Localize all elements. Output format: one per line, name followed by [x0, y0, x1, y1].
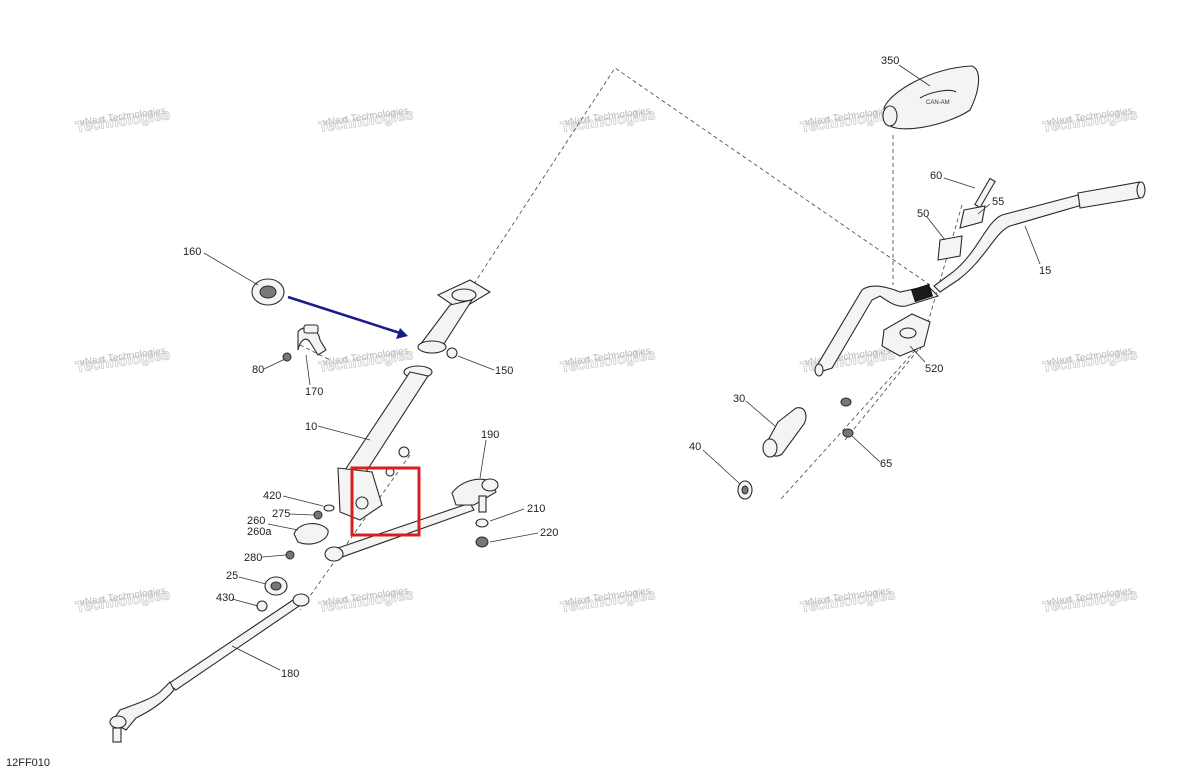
nut-65a	[840, 397, 852, 407]
pad-logo: CAN-AM	[926, 100, 950, 106]
callout-10: 10	[305, 421, 317, 433]
callout-210: 210	[527, 503, 545, 515]
tie-rod-190	[324, 478, 499, 562]
bolt-60	[974, 177, 996, 209]
callout-220: 220	[540, 527, 558, 539]
nut-275	[313, 510, 323, 520]
ball-joint-stud	[112, 727, 122, 743]
callout-260a: 260a	[247, 526, 272, 538]
callout-leaders	[203, 64, 1041, 671]
bolt-430	[256, 600, 268, 612]
column-nut	[398, 446, 410, 458]
callout-15: 15	[1039, 265, 1051, 277]
callout-65: 65	[880, 458, 892, 470]
nut-65	[842, 428, 854, 438]
steering-column-assembly	[337, 279, 492, 521]
column-main-tube	[344, 371, 429, 479]
callout-50: 50	[917, 208, 929, 220]
clamp-170	[297, 324, 327, 356]
callout-labels: 350 60 55 50 15 520 30 40 65 160 80 170 …	[183, 55, 1051, 680]
end-cap-40	[737, 480, 753, 500]
clamp-55	[959, 205, 986, 229]
callout-40: 40	[689, 441, 701, 453]
callout-150: 150	[495, 365, 513, 377]
bearing-160	[251, 278, 285, 306]
column-collar	[417, 340, 447, 354]
callout-160: 160	[183, 246, 201, 258]
callout-430: 430	[216, 592, 234, 604]
callout-420: 420	[263, 490, 281, 502]
bolt-150	[446, 347, 458, 359]
callout-520: 520	[925, 363, 943, 375]
nut-280	[285, 550, 295, 560]
callout-260: 260	[247, 515, 265, 527]
assembly-guide-lines	[299, 67, 963, 611]
riser-bore	[899, 327, 917, 339]
callout-275: 275	[272, 508, 290, 520]
handlebar-grip-band	[910, 283, 934, 303]
bracket-bolt	[355, 496, 369, 510]
stud-210	[478, 495, 487, 513]
nut-220	[475, 536, 489, 548]
plate-260	[293, 523, 329, 545]
callout-280: 280	[244, 552, 262, 564]
grip-30	[762, 407, 807, 458]
callout-180: 180	[281, 668, 299, 680]
callout-25: 25	[226, 570, 238, 582]
highlight-box	[350, 466, 421, 537]
callout-170: 170	[305, 386, 323, 398]
column-lower-bracket	[337, 467, 383, 521]
clamp-50	[937, 235, 963, 261]
tie-rod-180	[109, 593, 310, 743]
bearing-25-inner	[270, 581, 282, 591]
flange-bore	[451, 288, 477, 302]
handlebar-pad-350: CAN-AM	[882, 65, 980, 130]
drawing-code: 12FF010	[6, 757, 50, 769]
callout-350: 350	[881, 55, 899, 67]
callout-30: 30	[733, 393, 745, 405]
washer-210	[475, 518, 489, 528]
direction-arrow	[287, 295, 408, 339]
callout-80: 80	[252, 364, 264, 376]
callout-190: 190	[481, 429, 499, 441]
callout-55: 55	[992, 196, 1004, 208]
handlebar-15	[814, 181, 1146, 377]
washer-420	[323, 504, 335, 512]
callout-60: 60	[930, 170, 942, 182]
